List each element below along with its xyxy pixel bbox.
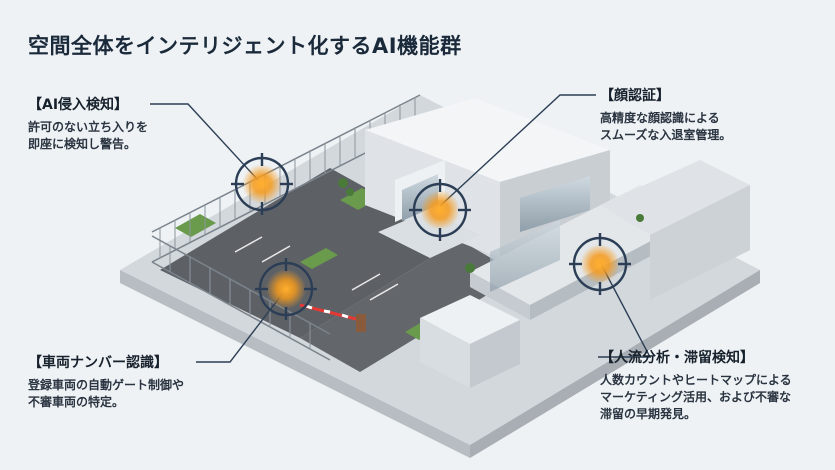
callout-plate-title: 【車両ナンバー認識】 — [28, 355, 168, 371]
callout-flow-line: マーケティング活用、および不審な — [600, 390, 792, 404]
callout-flow-line: 人数カウントやヒートマップによる — [600, 373, 792, 387]
trees — [338, 178, 644, 273]
gatehouse — [420, 295, 520, 388]
callout-face-line: スムーズな入退室管理。 — [600, 128, 732, 142]
callout-intrusion: 【AI侵入検知】 許可のない立ち入りを 即座に検知し警告。 — [28, 94, 148, 153]
callout-intrusion-line: 即座に検知し警告。 — [28, 137, 137, 151]
callout-face-title: 【顔認証】 — [600, 88, 670, 104]
callout-face: 【顔認証】 高精度な顔認識による スムーズな入退室管理。 — [600, 85, 731, 144]
callout-flow: 【人流分析・滞留検知】 人数カウントやヒートマップによる マーケティング活用、お… — [600, 347, 792, 423]
callout-plate: 【車両ナンバー認識】 登録車両の自動ゲート制御や 不審車両の特定。 — [28, 352, 184, 411]
callout-intrusion-line: 許可のない立ち入りを — [28, 120, 149, 134]
callout-flow-desc: 人数カウントやヒートマップによる マーケティング活用、および不審な 滞留の早期発… — [600, 372, 792, 423]
target-intrusion — [231, 153, 293, 215]
callout-flow-title: 【人流分析・滞留検知】 — [600, 350, 754, 366]
page-title: 空間全体をインテリジェント化するAI機能群 — [28, 34, 462, 58]
callout-plate-line: 登録車両の自動ゲート制御や — [28, 378, 185, 392]
target-flow — [569, 233, 631, 295]
callout-face-line: 高精度な顔認識による — [600, 111, 720, 125]
callout-intrusion-desc: 許可のない立ち入りを 即座に検知し警告。 — [28, 119, 148, 153]
leader-lines — [150, 94, 652, 363]
callout-plate-desc: 登録車両の自動ゲート制御や 不審車両の特定。 — [28, 377, 184, 411]
callout-intrusion-title: 【AI侵入検知】 — [28, 97, 129, 113]
target-face — [409, 179, 471, 241]
callout-flow-line: 滞留の早期発見。 — [600, 407, 697, 421]
callout-plate-line: 不審車両の特定。 — [28, 395, 125, 409]
target-plate — [255, 258, 317, 320]
barrier-gate — [299, 303, 366, 332]
callout-face-desc: 高精度な顔認識による スムーズな入退室管理。 — [600, 110, 731, 144]
